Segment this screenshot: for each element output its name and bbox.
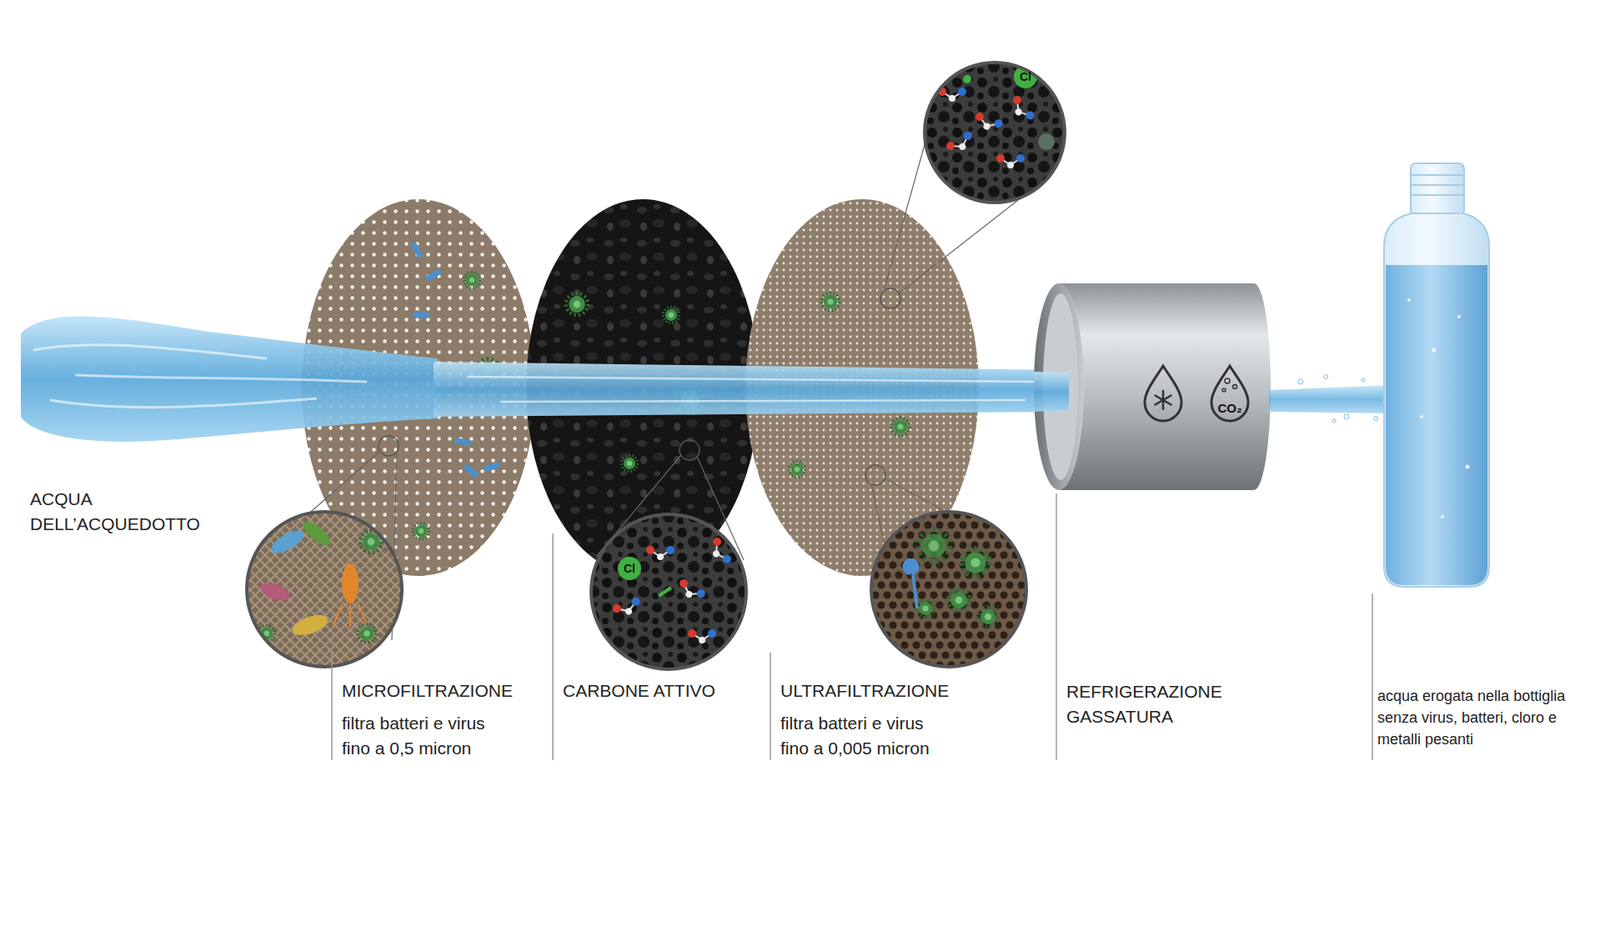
stage-description: filtra batteri e virus fino a 0,5 micron — [341, 711, 502, 762]
source-label: ACQUA DELL’ACQUEDOTTO — [30, 486, 247, 537]
chlorine-tag: Cl — [1013, 68, 1038, 86]
co2-icon-text: CO₂ — [1213, 400, 1247, 417]
chlorine-tag: Cl — [617, 560, 642, 577]
stage-title: REFRIGERAZIONE GASSATURA — [1066, 679, 1242, 730]
output-label: acqua erogata nella bottiglia senza viru… — [1377, 685, 1588, 751]
stage-title: CARBONE ATTIVO — [562, 679, 716, 703]
stage-title: ULTRAFILTRAZIONE — [780, 679, 949, 703]
stage-title: MICROFILTRAZIONE — [341, 679, 513, 703]
stage-description: filtra batteri e virus fino a 0,005 micr… — [780, 711, 941, 762]
